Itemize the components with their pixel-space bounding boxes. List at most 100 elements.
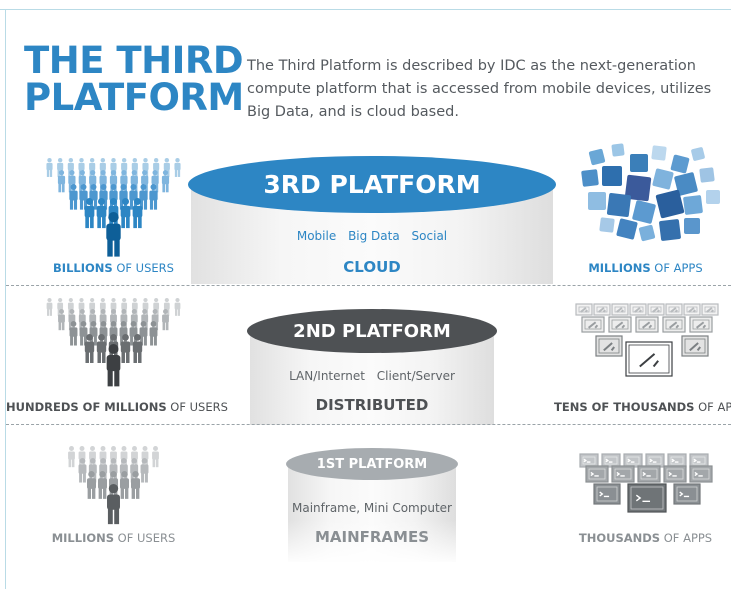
cylinder-fade [280, 520, 464, 565]
terminal-window-icon [579, 453, 599, 468]
person-icon [174, 298, 181, 316]
app-tile-icon [651, 145, 667, 161]
tier-divider-2 [6, 424, 731, 425]
apps-caption-2: TENS OF THOUSANDS OF APPS [554, 400, 731, 414]
tier-1-apps: THOUSANDS OF APPS [560, 450, 731, 550]
person-icon [139, 321, 148, 346]
app-tile-icon [683, 195, 703, 215]
terminal-window-icon [673, 483, 701, 505]
person-icon [129, 184, 138, 210]
person-icon [130, 309, 138, 331]
terminal-window-icon [667, 453, 687, 468]
platform-3-features: Mobile Big Data Social [191, 229, 553, 243]
person-icon [132, 334, 143, 363]
app-tile-icon [611, 143, 625, 157]
app-tile-icon [602, 166, 622, 186]
person-icon [89, 321, 98, 346]
app-window-icon [608, 316, 632, 333]
app-window-icon [575, 303, 593, 316]
title-line-1: THE THIRD [24, 39, 244, 82]
platform-3-category: CLOUD [343, 258, 401, 276]
app-tile-icon [624, 174, 652, 202]
person-icon [58, 309, 65, 331]
person-icon [106, 344, 121, 387]
terminal-window-icon [637, 465, 661, 483]
terminal-window-icon [593, 483, 621, 505]
users-caption-2-strong: HUNDREDS OF MILLIONS [6, 400, 167, 414]
apps-caption-2-strong: TENS OF THOUSANDS [554, 400, 695, 414]
person-icon [120, 334, 131, 363]
apps-caption-1: THOUSANDS OF APPS [560, 531, 731, 545]
app-tile-icon [655, 189, 685, 219]
app-tile-icon [581, 169, 599, 187]
person-icon [110, 446, 117, 468]
terminal-window-icon [623, 453, 643, 468]
terminal-windows-icon [579, 453, 713, 513]
person-icon [140, 458, 149, 483]
tier-1-users: MILLIONS OF USERS [6, 440, 221, 550]
app-tile-icon [588, 192, 606, 210]
users-caption-3: BILLIONS OF USERS [6, 261, 221, 275]
platform-1-cap: 1ST PLATFORM [286, 448, 458, 480]
person-icon [87, 471, 96, 499]
feature-social: Social [411, 229, 448, 243]
app-tile-icon [606, 192, 632, 218]
person-icon [96, 198, 107, 229]
apps-caption-1-strong: THOUSANDS [578, 531, 661, 545]
app-tile-icon [699, 167, 715, 183]
app-tile-icon [684, 218, 700, 234]
person-icon [132, 198, 143, 229]
users-caption-2-rest: OF USERS [166, 400, 228, 414]
users-caption-1-rest: OF USERS [114, 531, 176, 545]
person-icon [89, 184, 98, 210]
terminal-window-icon [601, 453, 621, 468]
users-caption-2: HUNDREDS OF MILLIONS OF USERS [6, 400, 228, 414]
app-window-icon [665, 303, 683, 316]
app-tile-icon [659, 219, 681, 241]
app-window-icon [581, 316, 605, 333]
person-icon [109, 321, 118, 346]
users-caption-3-strong: BILLIONS [53, 261, 113, 275]
person-icon [79, 184, 88, 210]
app-window-icon [662, 316, 686, 333]
apps-caption-1-rest: OF APPS [660, 531, 713, 545]
person-icon [78, 458, 87, 483]
person-icon [46, 158, 53, 177]
person-icon [163, 298, 170, 316]
application-windows-icon [575, 303, 719, 377]
platform-3-label: 3RD PLATFORM [263, 170, 481, 199]
person-icon [129, 321, 138, 346]
person-icon [109, 458, 118, 483]
person-icon [106, 212, 121, 257]
app-tile-icon [670, 154, 690, 174]
app-tile-icon [616, 218, 638, 240]
person-icon [69, 321, 78, 346]
app-tile-icon [706, 190, 720, 204]
terminal-window-icon [585, 465, 609, 483]
person-icon [141, 446, 149, 468]
users-caption-3-rest: OF USERS [112, 261, 174, 275]
apps-caption-3: MILLIONS OF APPS [560, 261, 731, 275]
person-icon [84, 334, 95, 363]
app-window-icon [635, 316, 659, 333]
feature-lan-internet: LAN/Internet [289, 369, 365, 383]
person-icon [120, 446, 128, 468]
app-tile-icon [691, 147, 705, 161]
apps-caption-3-strong: MILLIONS [588, 261, 651, 275]
platform-2-cap: 2ND PLATFORM [247, 309, 497, 353]
terminal-window-icon [689, 453, 709, 468]
person-icon [84, 198, 95, 229]
terminal-window-icon [663, 465, 687, 483]
feature-mobile: Mobile [296, 229, 337, 243]
person-icon [89, 446, 96, 468]
app-tile-icon [652, 168, 674, 190]
platform-1-features: Mainframe, Mini Computer [270, 501, 474, 515]
feature-big-data: Big Data [348, 229, 400, 243]
person-icon [99, 446, 107, 468]
app-window-icon [647, 303, 665, 316]
apps-caption-3-rest: OF APPS [650, 261, 703, 275]
person-icon [131, 471, 140, 499]
app-tile-icon [674, 172, 698, 196]
platform-3-cap: 3RD PLATFORM [188, 156, 556, 213]
person-icon [152, 446, 159, 468]
